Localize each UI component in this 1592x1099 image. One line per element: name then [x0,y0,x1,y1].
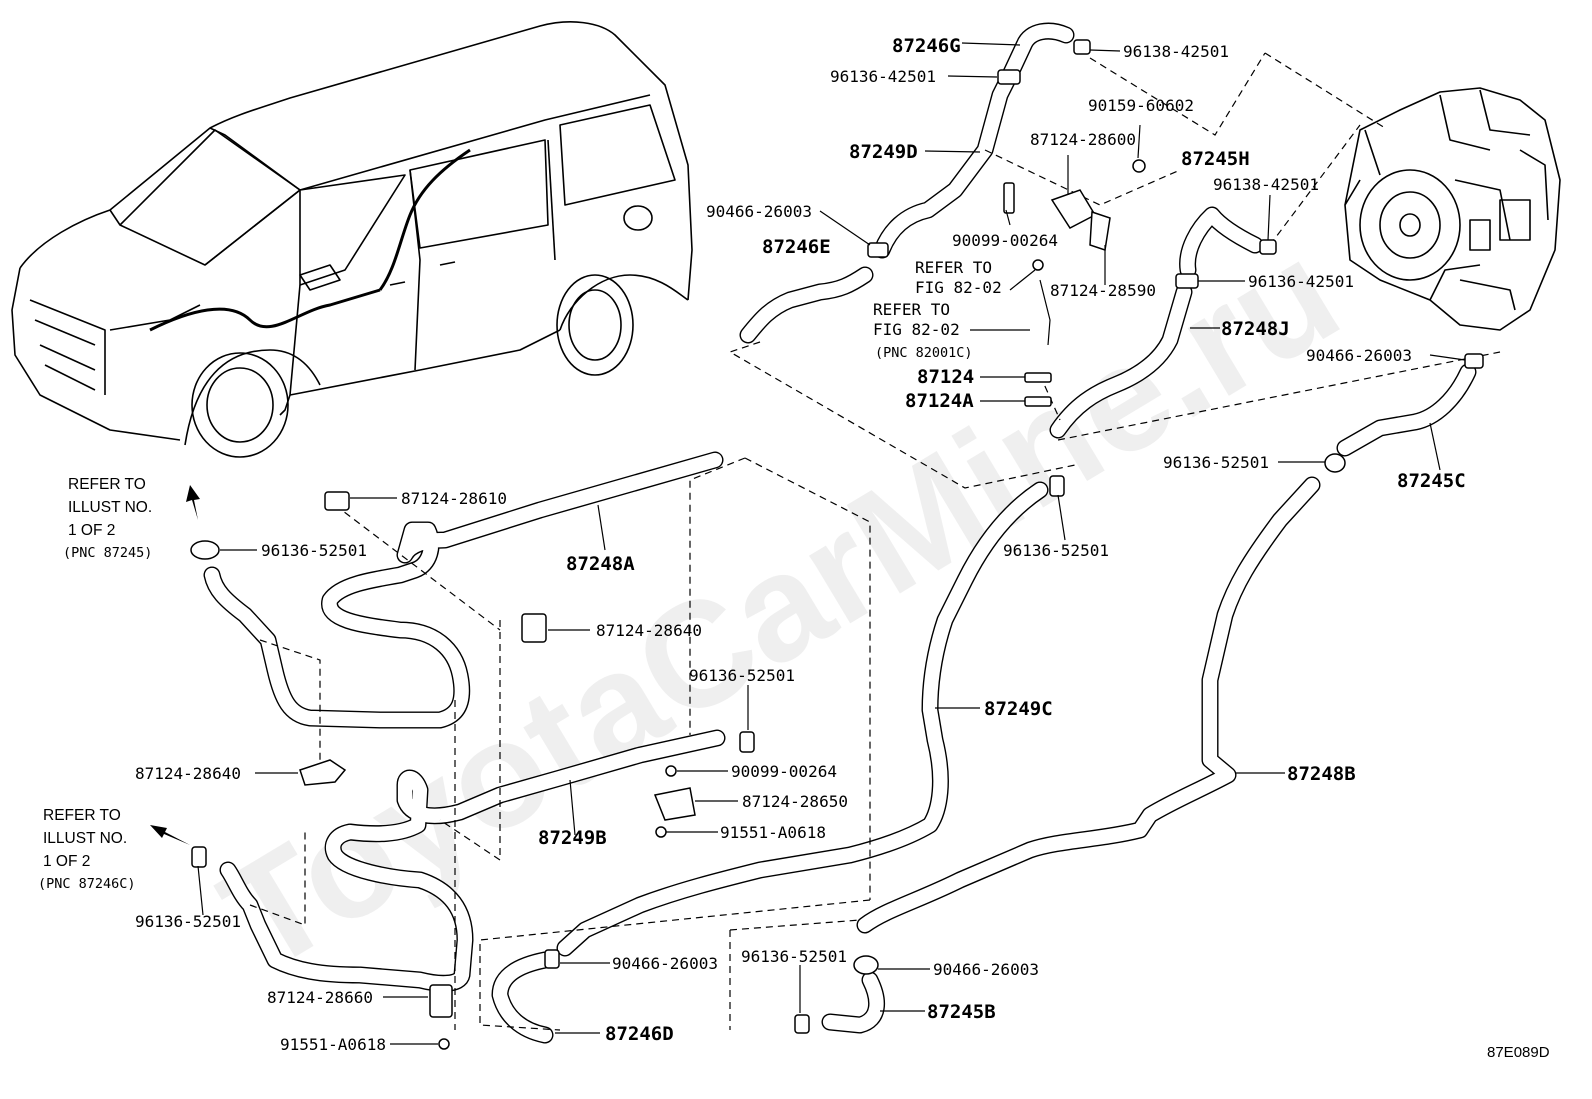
label-87124-28600: 87124-28600 [1030,130,1136,149]
ref-fig-b-line1: REFER TO [873,300,950,319]
ref-fig-b-line2: FIG 82-02 [873,320,960,339]
part-number-labels: 96138-42501 96136-42501 90159-60602 8712… [135,42,1412,1054]
heater-unit-illustration [1344,87,1561,331]
label-96136-52501-center: 96136-52501 [1003,541,1109,560]
label-90466-26003-bottom: 90466-26003 [612,954,718,973]
ref-illust-a-line4: (PNC 87245) [63,545,152,561]
label-87246D: 87246D [605,1023,674,1045]
label-96138-42501-top: 96138-42501 [1123,42,1229,61]
label-91551-a0618-b: 91551-A0618 [280,1035,386,1054]
label-96136-52501-low: 96136-52501 [135,912,241,931]
label-87246E: 87246E [762,236,831,258]
label-87124-28660: 87124-28660 [267,988,373,1007]
label-90159-60602: 90159-60602 [1088,96,1194,115]
label-96136-52501-left: 96136-52501 [261,541,367,560]
label-90099-00264-top: 90099-00264 [952,231,1058,250]
label-96136-52501-bottom: 96136-52501 [741,947,847,966]
refer-arrow-left-icon [150,825,190,845]
ref-fig-b-line3: (PNC 82001C) [875,345,973,361]
ref-illust-a-line2: ILLUST NO. [68,499,152,516]
hardware-parts [190,39,1484,1050]
label-87245H: 87245H [1181,148,1250,170]
label-87124A: 87124A [905,390,974,412]
label-87249B: 87249B [538,827,607,849]
label-87245C: 87245C [1397,470,1466,492]
label-96136-52501-right: 96136-52501 [1163,453,1269,472]
label-87124-28650: 87124-28650 [742,792,848,811]
label-90466-26003-bottom-right: 90466-26003 [933,960,1039,979]
label-91551-a0618-a: 91551-A0618 [720,823,826,842]
label-87124-28640-a: 87124-28640 [596,621,702,640]
ref-illust-b-line2: ILLUST NO. [43,830,127,847]
watermark: ToyotaCarMine.ru [195,207,1365,1002]
ref-illust-b-line4: (PNC 87246C) [38,876,136,892]
diagram-code: 87E089D [1487,1044,1550,1061]
leader-lines [197,42,1466,1045]
label-87248A: 87248A [566,553,635,575]
ref-illust-b-line3: 1 OF 2 [43,853,90,870]
ref-illust-a-line3: 1 OF 2 [68,522,115,539]
label-87249C: 87249C [984,698,1053,720]
label-87245B: 87245B [927,1001,996,1023]
label-90466-26003-right: 90466-26003 [1306,346,1412,365]
label-87246G: 87246G [892,35,961,57]
refer-arrow-up-icon [186,485,200,520]
label-87124: 87124 [917,366,974,388]
label-96136-42501-top: 96136-42501 [830,67,936,86]
ref-illust-b-line1: REFER TO [43,807,121,824]
reference-notes: REFER TO FIG 82-02 REFER TO FIG 82-02 (P… [38,258,1002,892]
label-87124-28610: 87124-28610 [401,489,507,508]
label-96136-42501-mid: 96136-42501 [1248,272,1354,291]
label-87248B: 87248B [1287,763,1356,785]
vehicle-illustration [11,21,693,458]
label-90466-26003-left: 90466-26003 [706,202,812,221]
label-90099-00264-bottom: 90099-00264 [731,762,837,781]
hose-paths [203,22,1477,1044]
label-87248J: 87248J [1221,318,1290,340]
label-87249D: 87249D [849,141,918,163]
ref-fig-a-line2: FIG 82-02 [915,278,1002,297]
hose-labels: 87246G 87249D 87246E 87245H 87248J 87245… [538,35,1466,1045]
label-96136-52501-bracket: 96136-52501 [689,666,795,685]
label-87124-28640-b: 87124-28640 [135,764,241,783]
label-87124-28590: 87124-28590 [1050,281,1156,300]
reference-lines [249,52,1501,1031]
ref-illust-a-line1: REFER TO [68,476,146,493]
ref-fig-a-line1: REFER TO [915,258,992,277]
label-96138-42501-mid: 96138-42501 [1213,175,1319,194]
